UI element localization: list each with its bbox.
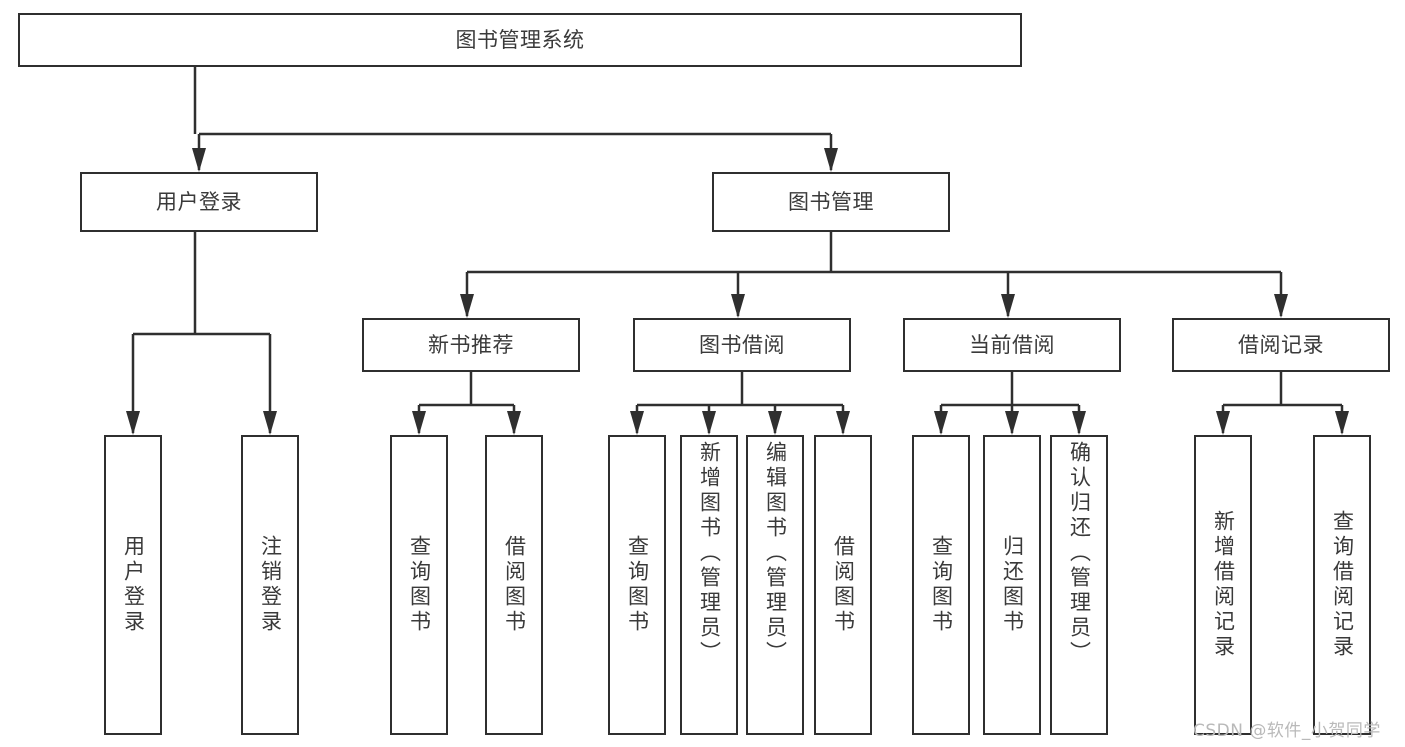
node-book-manage-label: 图书管理 bbox=[788, 189, 874, 214]
node-leaf-query-book-2[interactable]: 查询图书 bbox=[608, 435, 666, 735]
bookmanage-to-level2-arrowhead bbox=[731, 294, 745, 318]
node-leaf-borrow-book-1-label: 借阅图书 bbox=[502, 535, 527, 635]
newbook-to-leaves-arrowhead bbox=[507, 411, 521, 435]
node-borrow-record[interactable]: 借阅记录 bbox=[1172, 318, 1390, 372]
node-leaf-return-book-label: 归还图书 bbox=[1000, 535, 1025, 635]
node-leaf-query-book-1-label: 查询图书 bbox=[407, 535, 432, 635]
node-leaf-query-book-3-label: 查询图书 bbox=[929, 535, 954, 635]
root-to-level1-arrowhead bbox=[824, 148, 838, 172]
node-book-borrow-label: 图书借阅 bbox=[699, 332, 785, 357]
newbook-to-leaves-arrowhead bbox=[412, 411, 426, 435]
node-leaf-query-record-label: 查询借阅记录 bbox=[1330, 510, 1355, 660]
currentborrow-to-leaves-arrowhead bbox=[1005, 411, 1019, 435]
node-leaf-add-record-label: 新增借阅记录 bbox=[1211, 510, 1236, 660]
node-leaf-user-login-label: 用户登录 bbox=[121, 535, 146, 635]
node-leaf-add-book[interactable]: 新增图书（管理员） bbox=[680, 435, 738, 735]
root-to-level1-arrowhead bbox=[192, 148, 206, 172]
node-leaf-query-book-2-label: 查询图书 bbox=[625, 535, 650, 635]
borrowrecord-to-leaves-arrowhead bbox=[1216, 411, 1230, 435]
node-leaf-query-book-3[interactable]: 查询图书 bbox=[912, 435, 970, 735]
borrowrecord-to-leaves-arrowhead bbox=[1335, 411, 1349, 435]
bookborrow-to-leaves-arrowhead bbox=[768, 411, 782, 435]
node-leaf-confirm-return-label: 确认归还（管理员） bbox=[1067, 441, 1092, 666]
node-root-system[interactable]: 图书管理系统 bbox=[18, 13, 1022, 67]
userlogin-to-leaves-arrowhead bbox=[126, 411, 140, 435]
node-leaf-confirm-return[interactable]: 确认归还（管理员） bbox=[1050, 435, 1108, 735]
node-book-manage[interactable]: 图书管理 bbox=[712, 172, 950, 232]
bookborrow-to-leaves-arrowhead bbox=[836, 411, 850, 435]
node-leaf-user-login[interactable]: 用户登录 bbox=[104, 435, 162, 735]
node-leaf-add-book-label: 新增图书（管理员） bbox=[697, 441, 722, 666]
node-leaf-borrow-book-2[interactable]: 借阅图书 bbox=[814, 435, 872, 735]
node-current-borrow-label: 当前借阅 bbox=[969, 332, 1055, 357]
node-root-system-label: 图书管理系统 bbox=[455, 27, 585, 52]
node-leaf-user-logout[interactable]: 注销登录 bbox=[241, 435, 299, 735]
bookborrow-to-leaves-arrowhead bbox=[630, 411, 644, 435]
node-leaf-query-record[interactable]: 查询借阅记录 bbox=[1313, 435, 1371, 735]
node-leaf-query-book-1[interactable]: 查询图书 bbox=[390, 435, 448, 735]
node-leaf-edit-book-label: 编辑图书（管理员） bbox=[763, 441, 788, 666]
node-book-borrow[interactable]: 图书借阅 bbox=[633, 318, 851, 372]
currentborrow-to-leaves-arrowhead bbox=[934, 411, 948, 435]
bookborrow-to-leaves-arrowhead bbox=[702, 411, 716, 435]
node-leaf-borrow-book-2-label: 借阅图书 bbox=[831, 535, 856, 635]
watermark: CSDN @软件_小贺同学 bbox=[1193, 721, 1381, 741]
node-user-login-label: 用户登录 bbox=[156, 189, 242, 214]
node-borrow-record-label: 借阅记录 bbox=[1238, 332, 1324, 357]
node-current-borrow[interactable]: 当前借阅 bbox=[903, 318, 1121, 372]
bookmanage-to-level2-arrowhead bbox=[460, 294, 474, 318]
currentborrow-to-leaves-arrowhead bbox=[1072, 411, 1086, 435]
node-leaf-borrow-book-1[interactable]: 借阅图书 bbox=[485, 435, 543, 735]
node-leaf-return-book[interactable]: 归还图书 bbox=[983, 435, 1041, 735]
node-leaf-add-record[interactable]: 新增借阅记录 bbox=[1194, 435, 1252, 735]
node-user-login[interactable]: 用户登录 bbox=[80, 172, 318, 232]
userlogin-to-leaves-arrowhead bbox=[263, 411, 277, 435]
node-new-book-recommend-label: 新书推荐 bbox=[428, 332, 514, 357]
bookmanage-to-level2-arrowhead bbox=[1001, 294, 1015, 318]
node-new-book-recommend[interactable]: 新书推荐 bbox=[362, 318, 580, 372]
node-leaf-edit-book[interactable]: 编辑图书（管理员） bbox=[746, 435, 804, 735]
node-leaf-user-logout-label: 注销登录 bbox=[258, 535, 283, 635]
bookmanage-to-level2-arrowhead bbox=[1274, 294, 1288, 318]
